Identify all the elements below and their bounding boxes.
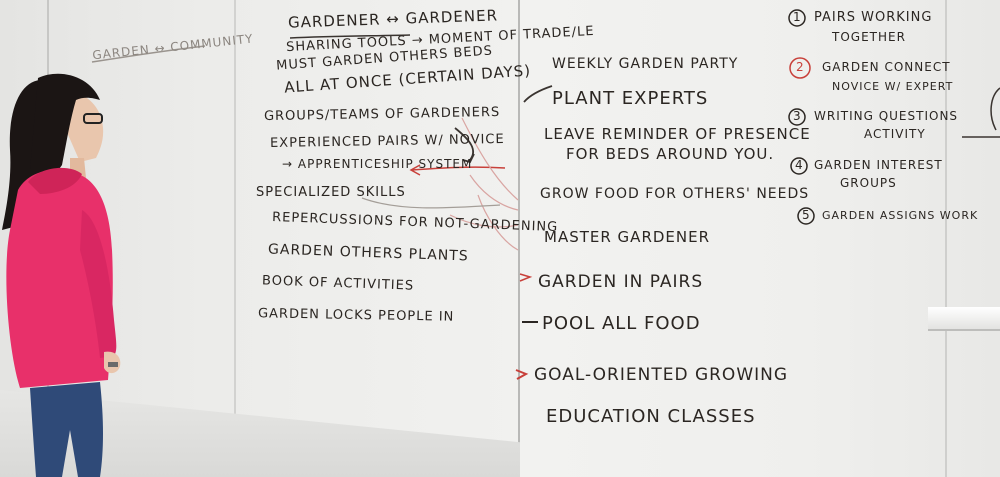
note-specialized-skills: Specialized Skills [256, 185, 406, 200]
note-leave-reminder: Leave Reminder of Presence [544, 125, 811, 143]
rank-item-line1: Pairs Working [814, 10, 933, 25]
note-beds-around: for Beds Around You. [566, 145, 775, 163]
note-apprenticeship: → Apprenticeship System [282, 157, 473, 171]
note-grow-food: Grow Food for Others' Needs [540, 186, 810, 202]
whiteboard-right-panel [519, 0, 1000, 477]
rank-item-line2: Together [832, 30, 906, 44]
board-seam [234, 0, 236, 477]
note-garden-pairs: Garden in Pairs [538, 272, 704, 292]
board-seam [518, 0, 520, 477]
person-at-whiteboard [2, 73, 121, 477]
note-pool-food: Pool All Food [542, 313, 701, 334]
rank-number: 2 [796, 60, 805, 74]
rank-item-line1: Garden Connect [822, 60, 951, 74]
rank-item-line1: Writing Questions [814, 109, 959, 123]
rank-number: 5 [802, 208, 811, 222]
board-seam [945, 0, 947, 477]
rank-item-line1: Garden Interest [814, 158, 943, 172]
rank-item-line2: Groups [840, 176, 897, 190]
rank-number: 4 [795, 158, 804, 172]
note-master-gardener: Master Gardener [544, 228, 711, 246]
wall-shelf [928, 307, 1000, 331]
rank-item-line2: Novice w/ Expert [832, 80, 954, 93]
rank-item-line2: Activity [864, 127, 926, 141]
rank-number: 1 [793, 10, 802, 24]
note-goal-oriented: Goal-Oriented Growing [534, 365, 789, 385]
rank-item-line1: Garden Assigns Work [822, 209, 979, 222]
note-weekly-party: Weekly Garden Party [552, 56, 739, 72]
note-education-classes: Education Classes [546, 406, 756, 427]
note-plant-experts: Plant Experts [552, 88, 709, 109]
rank-number: 3 [793, 109, 802, 123]
